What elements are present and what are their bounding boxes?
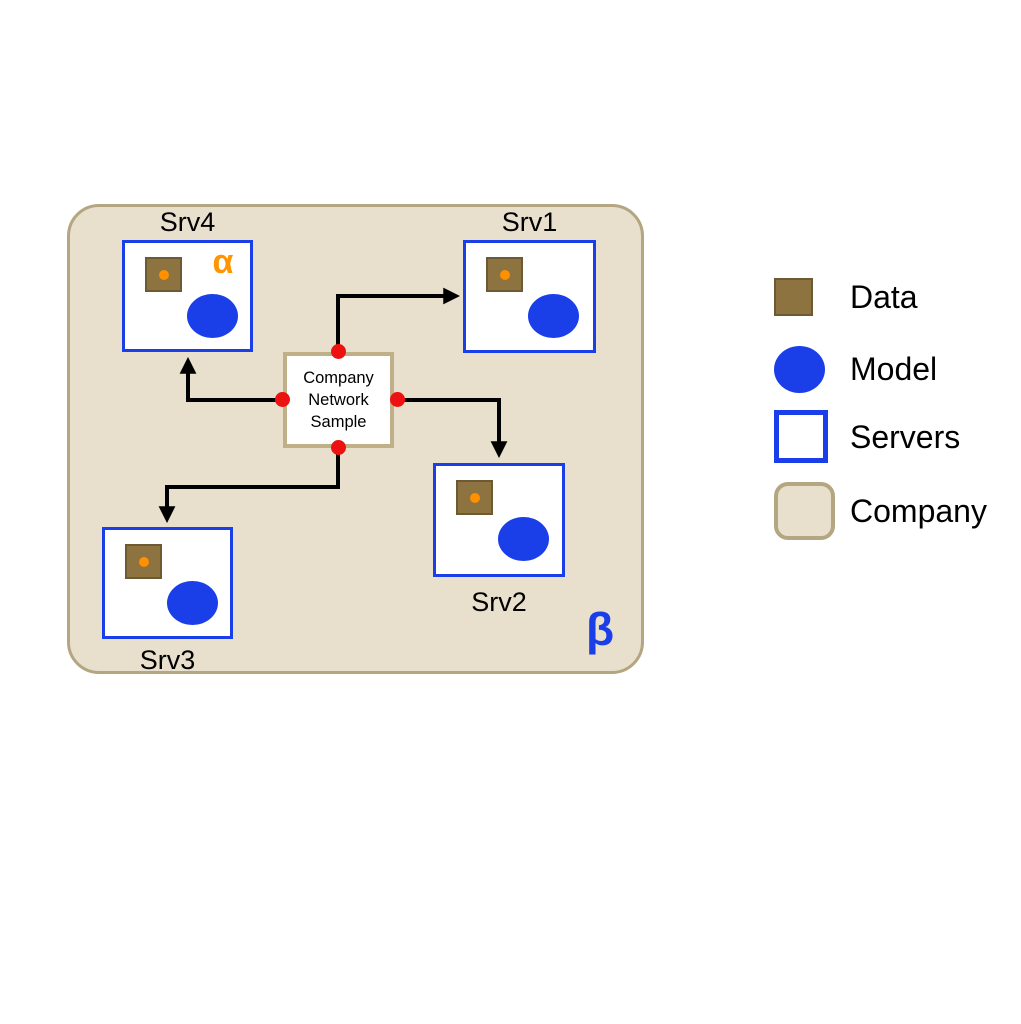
legend-item-servers: Servers bbox=[774, 410, 960, 463]
connection-dot-top bbox=[331, 344, 346, 359]
server-box-srv2 bbox=[433, 463, 565, 577]
data-icon bbox=[456, 480, 493, 515]
legend-item-company: Company bbox=[774, 481, 987, 540]
legend-item-model: Model bbox=[774, 344, 937, 394]
data-dot-icon bbox=[499, 269, 510, 280]
model-icon bbox=[167, 581, 218, 625]
data-icon bbox=[145, 257, 182, 292]
server-label-srv2: Srv2 bbox=[471, 587, 527, 617]
server-label-srv3: Srv3 bbox=[139, 645, 196, 675]
company-network-sample-node: Company Network Sample bbox=[283, 352, 394, 448]
legend-label-data: Data bbox=[850, 279, 918, 315]
legend-label-company: Company bbox=[850, 492, 987, 529]
server-box-srv3 bbox=[102, 527, 233, 639]
data-dot-icon bbox=[469, 492, 480, 503]
legend-swatch-cell bbox=[774, 481, 850, 540]
model-swatch-icon bbox=[774, 345, 825, 393]
legend-item-data: Data bbox=[774, 272, 918, 322]
model-icon bbox=[498, 517, 549, 561]
legend-swatch-cell bbox=[774, 410, 850, 463]
server-box-srv4 bbox=[122, 240, 253, 352]
connection-dot-bottom bbox=[331, 440, 346, 455]
legend-label-servers: Servers bbox=[850, 418, 961, 455]
connection-dot-left bbox=[275, 392, 290, 407]
data-swatch-icon bbox=[774, 278, 813, 316]
legend-swatch-cell bbox=[774, 278, 850, 316]
servers-swatch-icon bbox=[774, 410, 828, 463]
server-label-srv4: Srv4 bbox=[159, 207, 216, 237]
company-swatch-icon bbox=[774, 481, 835, 540]
server-label-srv1: Srv1 bbox=[501, 207, 558, 237]
beta-annotation: β bbox=[585, 603, 615, 655]
data-icon bbox=[125, 544, 162, 579]
data-icon bbox=[486, 257, 523, 292]
alpha-annotation: α bbox=[212, 243, 234, 281]
server-box-srv1 bbox=[463, 240, 596, 353]
connection-dot-right bbox=[390, 392, 405, 407]
legend-label-model: Model bbox=[850, 351, 938, 387]
data-dot-icon bbox=[138, 556, 149, 567]
model-icon bbox=[187, 294, 238, 338]
model-icon bbox=[528, 294, 579, 338]
legend-swatch-cell bbox=[774, 345, 850, 393]
data-dot-icon bbox=[158, 269, 169, 280]
